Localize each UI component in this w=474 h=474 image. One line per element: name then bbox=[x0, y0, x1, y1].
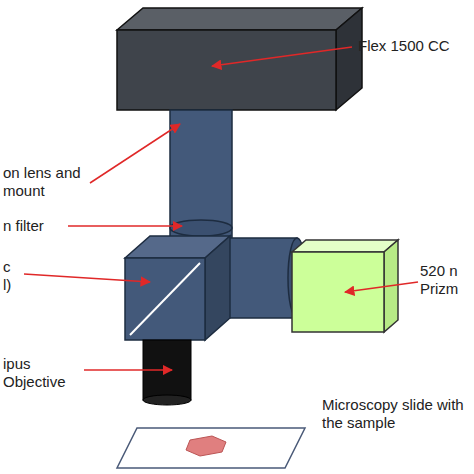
camera-label: Flex 1500 CC bbox=[358, 37, 450, 55]
slide-label: Microscopy slide with the sample bbox=[322, 396, 470, 432]
filter-label: n filter bbox=[3, 217, 44, 235]
microscopy-slide bbox=[117, 428, 305, 468]
led-source bbox=[292, 240, 398, 332]
leader-lines bbox=[24, 47, 418, 370]
objective bbox=[143, 340, 191, 405]
dichroic-cube bbox=[125, 236, 230, 340]
lens-tube bbox=[170, 110, 232, 245]
dichroic-label: c l) bbox=[3, 258, 21, 294]
objective-label: ipus Objective bbox=[3, 355, 83, 391]
camera-body bbox=[117, 8, 362, 110]
lens-label: on lens and mount bbox=[3, 164, 95, 200]
led-label: 520 n Prizm bbox=[420, 262, 468, 298]
